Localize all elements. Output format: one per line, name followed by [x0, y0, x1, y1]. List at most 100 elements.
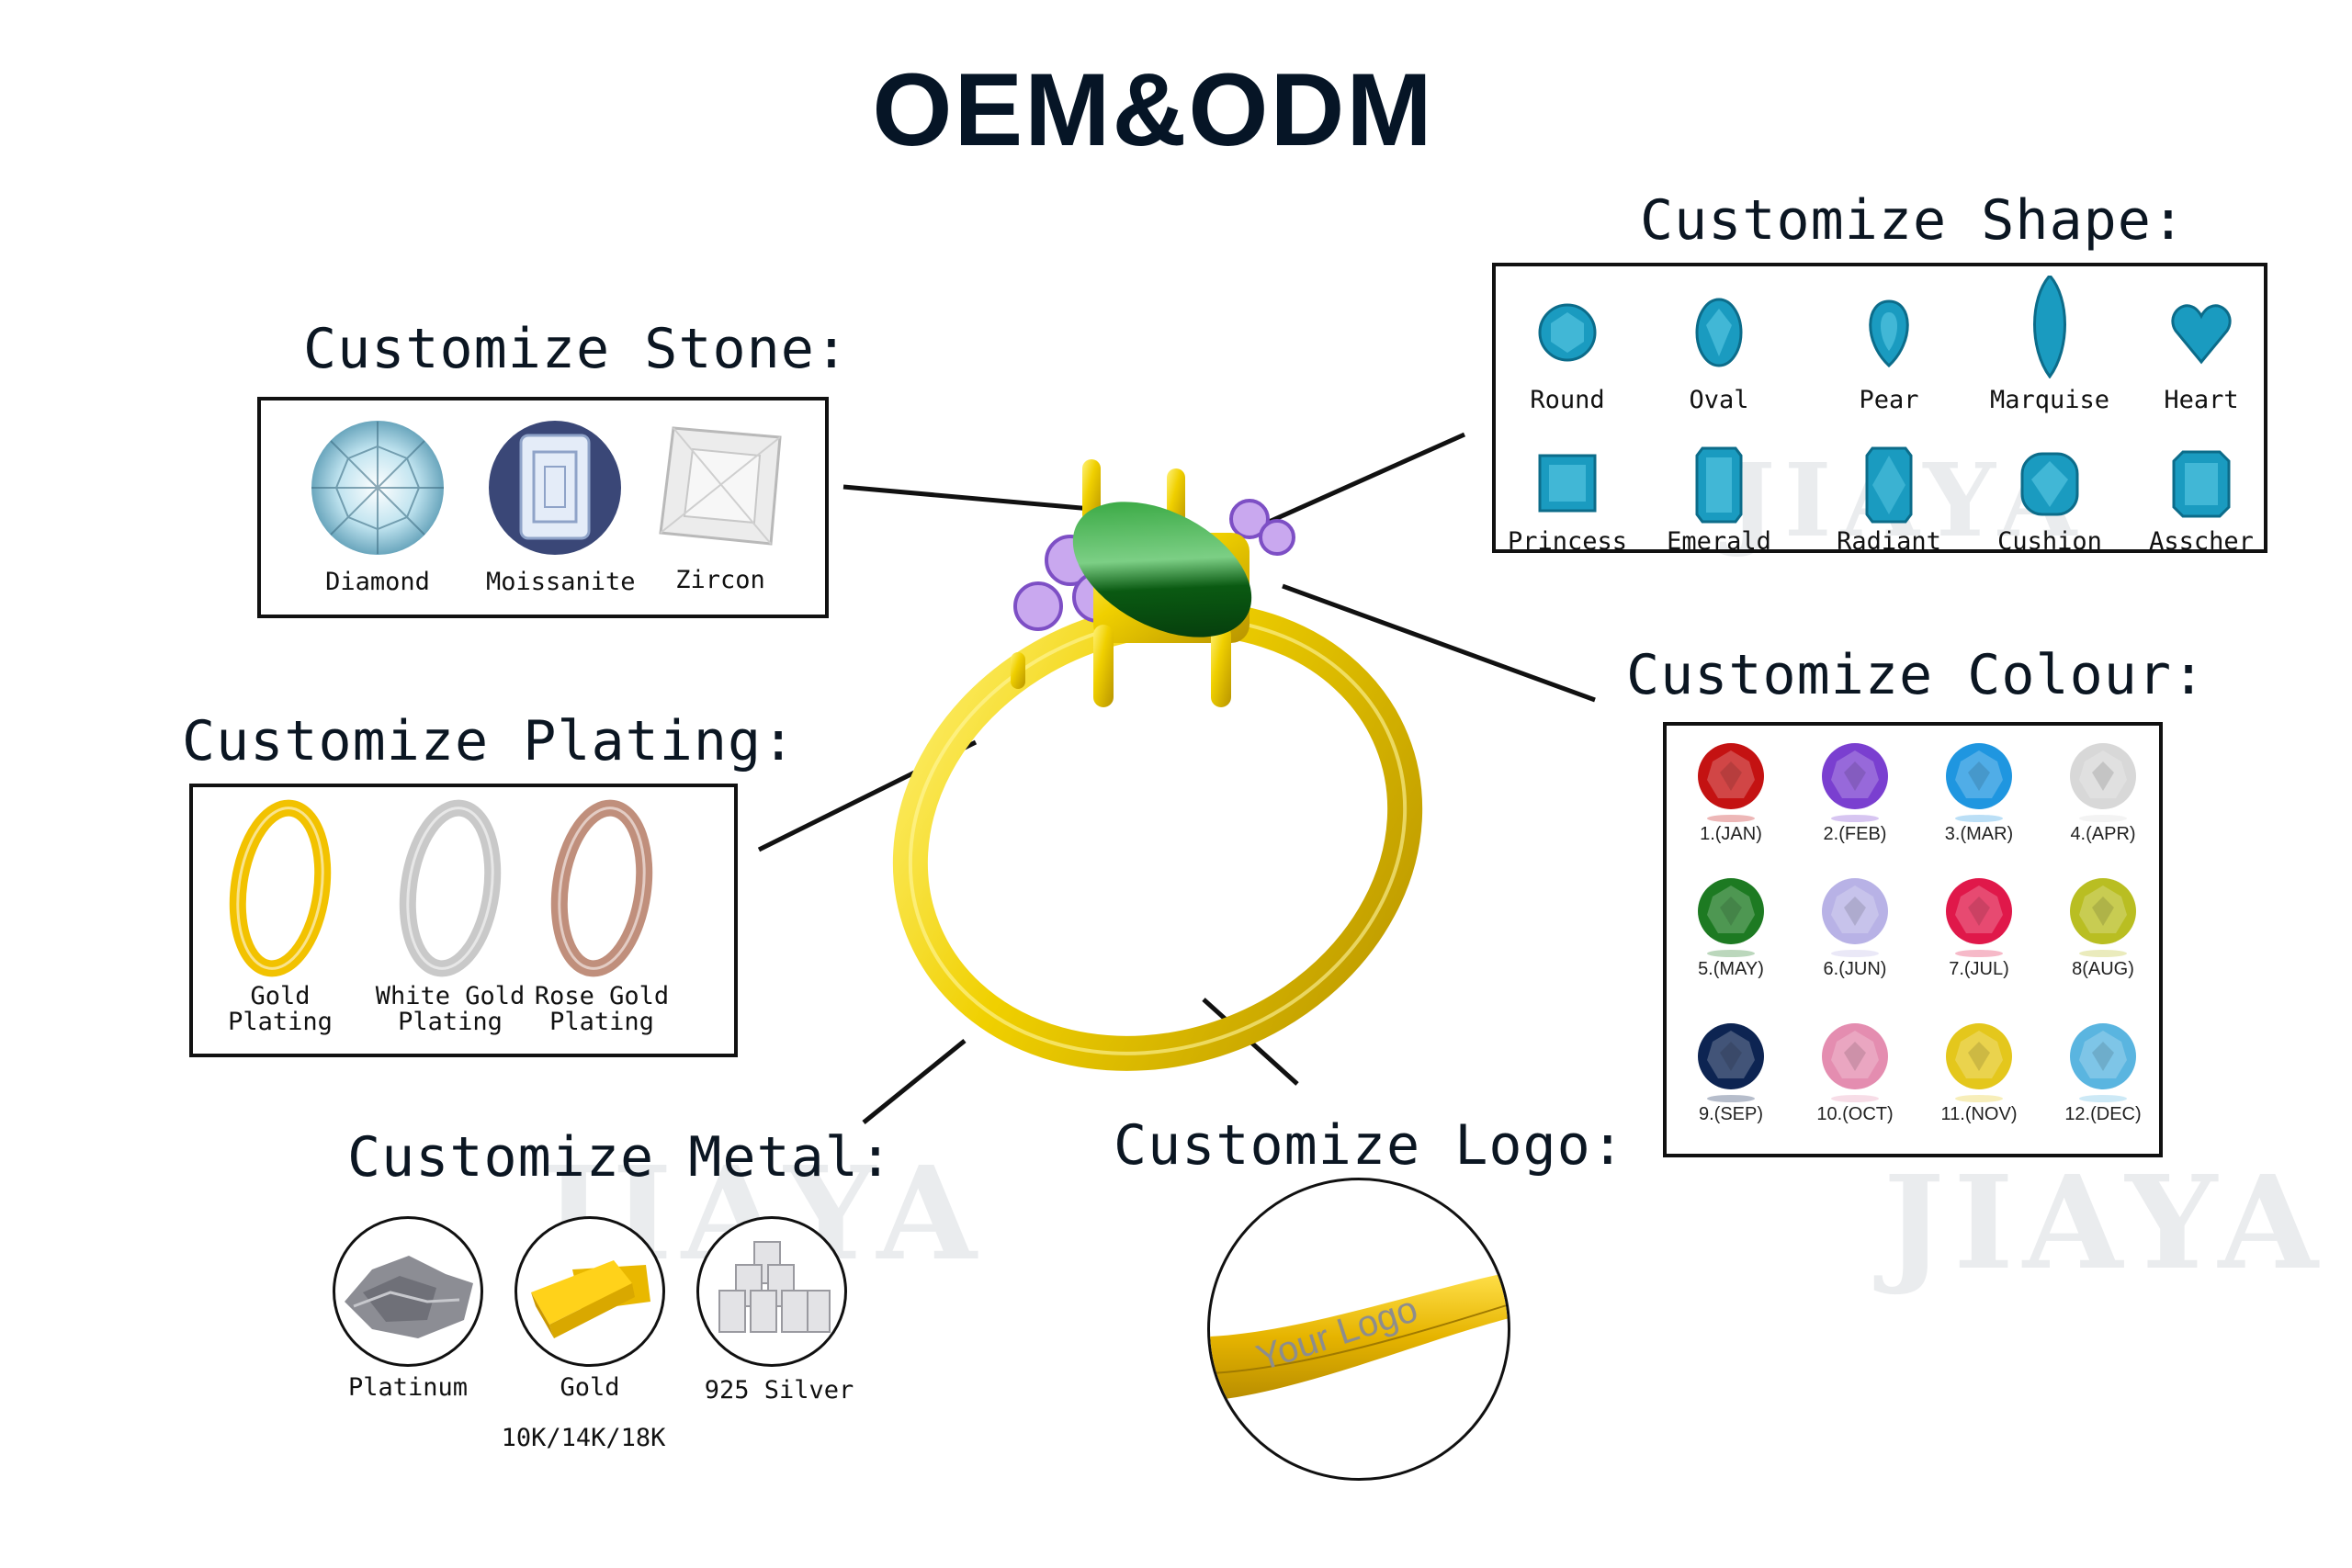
colour-panel: 1.(JAN) 2.(FEB) 3.(MAR) [1663, 722, 2163, 1157]
colour-heading: Customize Colour: [1626, 643, 2207, 707]
shape-label: Pear [1859, 386, 1919, 414]
shape-panel: Round Oval Pear Marquise Heart Princess … [1492, 263, 2267, 556]
connector-stone [842, 484, 1113, 513]
center-stone [1072, 502, 1252, 637]
plating-label: Rose Gold Plating [534, 982, 670, 1036]
shape-label: Heart [2164, 386, 2239, 414]
gemstone-icon [1698, 1023, 1764, 1102]
shape-option-princess[interactable]: Princess [1503, 421, 1632, 556]
gemstone-icon [1946, 878, 2012, 957]
colour-label: 8(AUG) [2072, 959, 2134, 979]
platinum-option[interactable] [333, 1216, 483, 1367]
platinum-icon [345, 1256, 473, 1338]
connector-colour [1282, 583, 1596, 703]
gemstone-icon [1698, 743, 1764, 822]
gold-bar-icon [531, 1260, 650, 1338]
stone-option[interactable]: Diamond [309, 419, 447, 596]
gemstone-icon [1822, 878, 1888, 957]
colour-label: 11.(NOV) [1940, 1104, 2018, 1124]
plating-panel: Gold Plating White Gold Plating Rose Gol… [189, 784, 738, 1057]
plated-ring-icon [229, 799, 332, 977]
gold-option[interactable] [514, 1216, 665, 1367]
colour-option[interactable]: 3.(MAR) [1933, 739, 2025, 845]
plating-label: Gold Plating [228, 982, 333, 1036]
oval-shape-icon [1695, 298, 1743, 367]
shape-option-emerald[interactable]: Emerald [1655, 421, 1783, 556]
metal-label: Gold [560, 1373, 620, 1402]
radiant-shape-icon [1865, 446, 1913, 524]
colour-label: 5.(MAY) [1698, 959, 1764, 979]
gold-karat-label: 10K/14K/18K [501, 1424, 666, 1452]
zircon-icon [659, 426, 782, 546]
colour-label: 2.(FEB) [1823, 824, 1887, 844]
colour-label: 1.(JAN) [1700, 824, 1762, 844]
plating-option[interactable]: White Gold Plating [363, 796, 537, 1035]
colour-label: 6.(JUN) [1823, 959, 1887, 979]
colour-label: 9.(SEP) [1698, 1104, 1764, 1124]
silver-bar-icon [718, 1241, 831, 1333]
colour-option[interactable]: 2.(FEB) [1809, 739, 1901, 845]
colour-label: 4.(APR) [2070, 824, 2136, 844]
shape-label: Cushion [1997, 527, 2102, 556]
colour-label: 12.(DEC) [2064, 1104, 2142, 1124]
plating-option[interactable]: Rose Gold Plating [514, 796, 689, 1035]
colour-option[interactable]: 6.(JUN) [1809, 874, 1901, 980]
colour-option[interactable]: 5.(MAY) [1685, 874, 1777, 980]
asscher-shape-icon [2172, 450, 2231, 518]
watermark: JIAYA [1883, 1148, 2327, 1299]
shape-label: Princess [1507, 527, 1628, 556]
shape-label: Emerald [1667, 527, 1771, 556]
logo-preview: Your Logo [1207, 1178, 1510, 1481]
colour-option[interactable]: 12.(DEC) [2057, 1020, 2149, 1125]
shape-label: Asscher [2149, 527, 2254, 556]
emerald-shape-icon [1695, 446, 1743, 524]
colour-option[interactable]: 10.(OCT) [1809, 1020, 1901, 1125]
gemstone-icon [2070, 878, 2136, 957]
stone-label: Diamond [325, 568, 430, 596]
stone-label: Moissanite [486, 568, 636, 596]
plated-ring-icon [399, 799, 502, 977]
gemstone-icon [1946, 1023, 2012, 1102]
colour-option[interactable]: 4.(APR) [2057, 739, 2149, 845]
colour-option[interactable]: 1.(JAN) [1685, 739, 1777, 845]
shape-label: Radiant [1837, 527, 1941, 556]
plating-option[interactable]: Gold Plating [193, 796, 368, 1035]
round-shape-icon [1538, 303, 1597, 362]
colour-option[interactable]: 11.(NOV) [1933, 1020, 2025, 1125]
shape-option-round[interactable]: Round [1503, 276, 1632, 414]
shape-option-asscher[interactable]: Asscher [2137, 421, 2266, 556]
shape-option-oval[interactable]: Oval [1655, 276, 1783, 414]
princess-shape-icon [1538, 454, 1597, 513]
shape-label: Oval [1689, 386, 1749, 414]
stone-heading: Customize Stone: [303, 317, 849, 381]
logo-band [1210, 1272, 1508, 1401]
colour-option[interactable]: 7.(JUL) [1933, 874, 2025, 980]
colour-option[interactable]: 8(AUG) [2057, 874, 2149, 980]
heart-shape-icon [2171, 304, 2232, 365]
gemstone-icon [1698, 878, 1764, 957]
shape-option-radiant[interactable]: Radiant [1825, 421, 1953, 556]
gemstone-icon [1822, 1023, 1888, 1102]
metal-label: Platinum [347, 1373, 469, 1402]
shape-label: Round [1530, 386, 1605, 414]
shape-option-pear[interactable]: Pear [1825, 276, 1953, 414]
gemstone-icon [1822, 743, 1888, 822]
colour-option[interactable]: 9.(SEP) [1685, 1020, 1777, 1125]
moissanite-icon [489, 421, 621, 555]
stone-option[interactable]: Zircon [651, 417, 789, 594]
silver-option[interactable] [696, 1216, 847, 1367]
plated-ring-icon [550, 799, 653, 977]
shape-heading: Customize Shape: [1640, 188, 2186, 253]
stone-panel: Diamond Moissanite Zircon [257, 397, 829, 618]
logo-heading: Customize Logo: [1114, 1113, 1625, 1178]
stone-option[interactable]: Moissanite [486, 419, 636, 596]
gemstone-icon [2070, 743, 2136, 822]
metal-heading: Customize Metal: [347, 1125, 893, 1190]
shape-option-cushion[interactable]: Cushion [1985, 421, 2114, 556]
connector-metal [862, 1039, 967, 1124]
diamond-icon [311, 421, 444, 555]
shape-option-heart[interactable]: Heart [2137, 276, 2266, 414]
marquise-shape-icon [2033, 276, 2066, 378]
shape-option-marquise[interactable]: Marquise [1985, 276, 2114, 414]
plating-heading: Customize Plating: [182, 709, 797, 773]
